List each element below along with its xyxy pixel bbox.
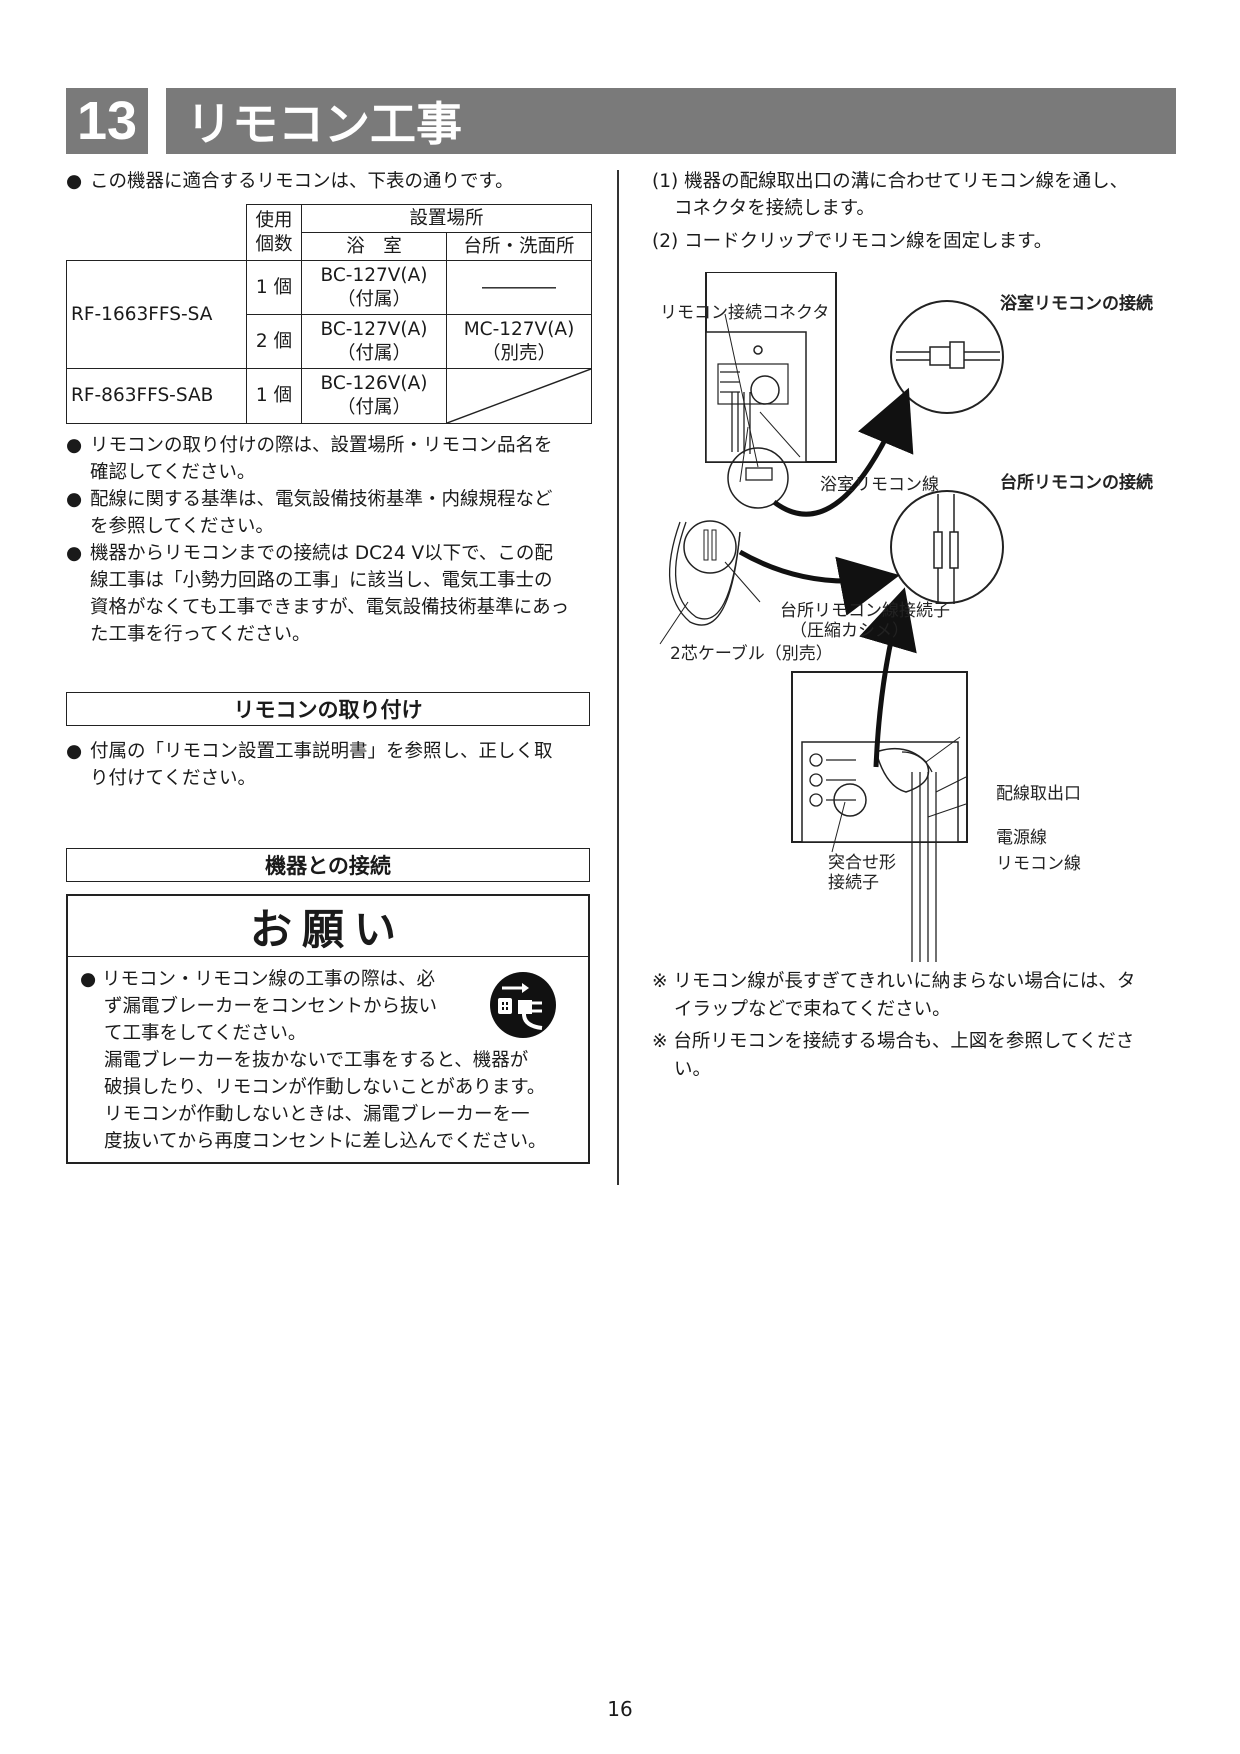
model-cell: RF-1663FFS-SA: [66, 260, 247, 369]
bath-cell: BC-126V(A)（付属）: [301, 368, 447, 424]
bullet-icon: ●: [80, 969, 103, 990]
label-butt-connector: 突合せ形: [828, 853, 896, 873]
wiring-diagram: リモコン接続コネクタ 浴室リモコンの接続 浴室リモコン線 台所リモコンの接続 台…: [659, 272, 1153, 962]
list-item: ● 機器からリモコンまでの接続は DC24 V以下で、この配 線工事は「小勢力回…: [66, 540, 606, 648]
label-bath-connection: 浴室リモコンの接続: [1000, 293, 1153, 314]
label-kitchen-connection: 台所リモコンの接続: [1000, 472, 1153, 493]
page-title: リモコン工事: [166, 88, 1176, 154]
bath-cell: BC-127V(A)（付属）: [301, 260, 447, 315]
bullet-icon: ●: [66, 543, 83, 564]
header-bath: 浴 室: [301, 232, 447, 261]
note-1: ※ リモコン線が長すぎてきれいに納まらない場合には、タ イラップなどで束ねてくだ…: [652, 971, 1136, 1020]
column-divider: [617, 170, 619, 1185]
table-row: RF-1663FFS-SA 1 個 BC-127V(A)（付属） ――――: [66, 260, 592, 369]
notice-box: お願い ● リモコン・リモコン線の工事の際は、必 ず漏電ブレーカーをコンセントか…: [66, 894, 590, 1164]
chapter-number: 13: [66, 88, 148, 154]
table-row: RF-863FFS-SAB 1 個 BC-126V(A)（付属）: [66, 368, 592, 424]
note-2: ※ 台所リモコンを接続する場合も、上図を参照してくださ い。: [652, 1031, 1135, 1080]
intro-text: この機器に適合するリモコンは、下表の通りです。: [90, 171, 514, 192]
kitchen-zoom-circle: [890, 490, 1004, 604]
arrow-icon: [738, 549, 900, 616]
label-butt-connector-sub: 接続子: [828, 873, 879, 893]
bullet-icon: ●: [66, 435, 83, 456]
label-kitchen-joint-sub: （圧縮カシメ）: [790, 621, 909, 641]
model-cell: RF-863FFS-SAB: [66, 368, 247, 424]
bath-cell: BC-127V(A)（付属）: [301, 314, 447, 369]
remote-table: 使用個数 設置場所 浴 室 台所・洗面所 RF-1663FFS-SA 1 個 B…: [66, 204, 592, 424]
label-power-wire: 電源線: [996, 828, 1047, 848]
label-bath-wire: 浴室リモコン線: [820, 475, 939, 495]
unplug-icon: [490, 972, 556, 1038]
label-connector: リモコン接続コネクタ: [660, 303, 829, 323]
count-cell: 1 個: [246, 260, 302, 315]
bullet-icon: ●: [66, 171, 83, 192]
step-1: (1) 機器の配線取出口の溝に合わせてリモコン線を通し、 コネクタを接続します。: [652, 171, 1129, 219]
not-applicable-cell: [446, 368, 592, 424]
arrow-icon: [859, 587, 917, 768]
kitchen-cell: ――――: [446, 260, 592, 315]
header-location: 設置場所: [301, 204, 592, 233]
count-cell: 2 個: [246, 314, 302, 369]
label-remote-wire: リモコン線: [996, 854, 1081, 874]
count-cell: 1 個: [246, 368, 302, 424]
step-2: (2) コードクリップでリモコン線を固定します。: [652, 231, 1053, 252]
list-item: ● 配線に関する基準は、電気設備技術基準・内線規程など を参照してください。: [66, 486, 606, 540]
list-item: ● 付属の「リモコン設置工事説明書」を参照し、正しく取 り付けてください。: [66, 738, 606, 792]
arrow-icon: [772, 387, 914, 517]
notice-text: ● リモコン・リモコン線の工事の際は、必 ず漏電ブレーカーをコンセントから抜い …: [80, 969, 547, 1152]
intro-bullet: ● この機器に適合するリモコンは、下表の通りです。: [66, 168, 606, 195]
list-item: ● リモコンの取り付けの際は、設置場所・リモコン品名を 確認してください。: [66, 432, 606, 486]
table-row: 2 個 BC-127V(A)（付属） MC-127V(A)（別売）: [67, 314, 592, 369]
upper-unit-illustration: [669, 272, 837, 626]
section-heading-connection: 機器との接続: [66, 848, 590, 882]
header-count: 使用個数: [246, 204, 302, 261]
section-heading-mounting: リモコンの取り付け: [66, 692, 590, 726]
kitchen-cell: MC-127V(A)（別売）: [446, 314, 592, 369]
header-kitchen: 台所・洗面所: [446, 232, 592, 261]
page-number: 16: [607, 1697, 633, 1721]
bullet-icon: ●: [66, 489, 83, 510]
bullet-icon: ●: [66, 741, 83, 762]
label-cable: 2芯ケーブル（別売）: [670, 643, 833, 664]
notice-title: お願い: [68, 896, 588, 957]
label-kitchen-joint: 台所リモコン線接続子: [780, 601, 950, 621]
label-outlet: 配線取出口: [996, 784, 1081, 804]
